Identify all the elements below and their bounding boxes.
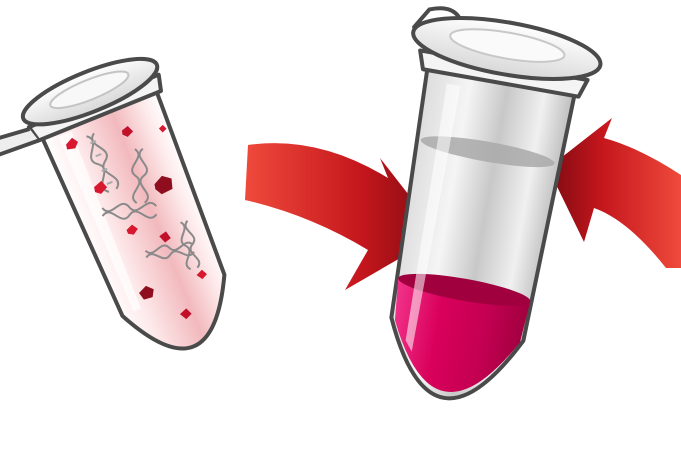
right-arrow-icon bbox=[548, 118, 681, 268]
left-tube bbox=[0, 46, 260, 390]
